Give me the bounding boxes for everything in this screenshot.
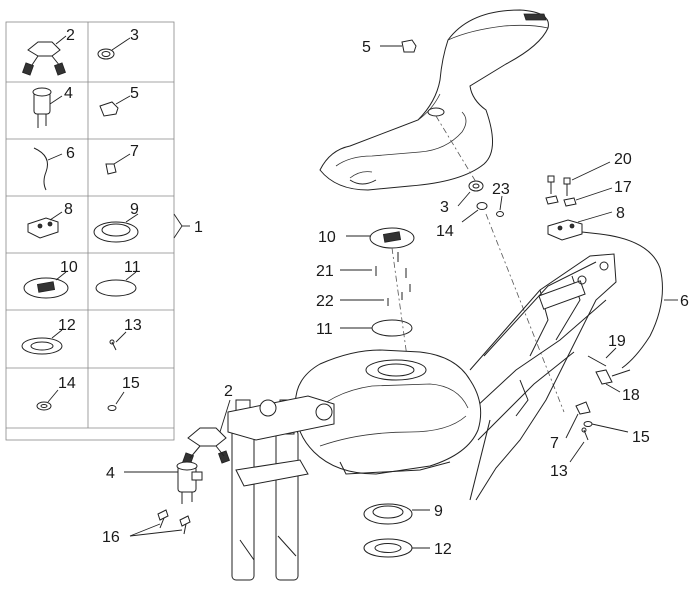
kit-cell-4-label: 4 (64, 85, 73, 102)
kit-cap-nut-icon (99, 95, 131, 117)
callout-18-label: 18 (622, 387, 640, 404)
frame-illustration (461, 253, 617, 501)
kit-fuel-cap-icon (23, 271, 69, 299)
kit-cell-5-label: 5 (130, 85, 139, 102)
callout-15-label: 15 (632, 429, 650, 446)
kit-keys-icon (22, 35, 67, 76)
kit-washer-icon (97, 37, 131, 60)
kit-cell-9-label: 9 (130, 201, 139, 218)
kit-o-ring-icon (95, 271, 137, 297)
callout-7-label: 7 (550, 435, 559, 452)
callout-14-label: 14 (436, 223, 454, 240)
callout-4-label: 4 (106, 465, 115, 482)
screw-13 (569, 427, 589, 463)
filler-ring-9 (363, 503, 430, 525)
callout-17-label: 17 (614, 179, 632, 196)
lock-bracket-8 (547, 211, 613, 241)
front-fork-illustration (227, 395, 335, 581)
o-ring-11 (340, 319, 413, 337)
callout-16-label: 16 (102, 529, 120, 546)
washer-23 (496, 195, 504, 217)
callout-8-label: 8 (616, 205, 625, 222)
kit-cell-12-label: 12 (58, 317, 76, 334)
pin-19 (587, 347, 617, 367)
ignition-lock-4 (124, 461, 203, 504)
kit-cable-icon (33, 147, 63, 191)
release-cable-6 (581, 231, 678, 369)
kit-cell-11-label: 11 (124, 259, 141, 276)
callout-2-label: 2 (224, 383, 233, 400)
kit-lock-bracket-icon (27, 211, 63, 239)
kit-screw-icon (109, 331, 127, 351)
kit-cell-13-label: 13 (124, 317, 142, 334)
washer-3 (457, 180, 484, 207)
callout-11-label: 11 (316, 321, 333, 338)
callout-22-label: 22 (316, 293, 334, 310)
kit-ignition-lock-icon (32, 87, 63, 128)
gasket-12 (363, 538, 430, 558)
ignition-keys-2 (182, 399, 231, 466)
lever-18 (595, 369, 631, 393)
shear-bolts-16 (129, 509, 191, 537)
callout-21-label: 21 (316, 263, 334, 280)
callout-12-label: 12 (434, 541, 452, 558)
callout-20-label: 20 (614, 151, 632, 168)
kit-filler-ring-icon (93, 213, 139, 243)
kit-spacer-icon (36, 389, 59, 411)
callout-19-label: 19 (608, 333, 626, 350)
kit-panel-frame (5, 21, 175, 441)
callout-9-label: 9 (434, 503, 443, 520)
kit-cable-clamp-icon (105, 153, 131, 175)
kit-cell-14-label: 14 (58, 375, 76, 392)
screws-22 (340, 284, 411, 306)
bolts-20 (547, 161, 611, 196)
kit-cell-6-label: 6 (66, 145, 75, 162)
kit-cell-7-label: 7 (130, 143, 139, 160)
callout-23-label: 23 (492, 181, 510, 198)
nuts-17 (545, 187, 613, 207)
screws-21 (340, 252, 407, 278)
kit-cell-2-label: 2 (66, 27, 75, 44)
cap-nut-5 (380, 39, 417, 53)
cable-clamp-7 (565, 401, 591, 439)
seat-illustration (319, 9, 549, 191)
callout-10-label: 10 (318, 229, 336, 246)
washer-15 (583, 421, 629, 433)
callout-5-label: 5 (362, 39, 371, 56)
callout-13-label: 13 (550, 463, 568, 480)
kit-cell-3-label: 3 (130, 27, 139, 44)
kit-cell-15-label: 15 (122, 375, 140, 392)
kit-bracket (173, 213, 183, 239)
fuel-cap-10 (346, 227, 415, 249)
kit-small-washer-icon (107, 391, 125, 411)
callout-3-label: 3 (440, 199, 449, 216)
callout-6-label: 6 (680, 293, 689, 310)
kit-panel: 1 2 3 4 5 (5, 21, 203, 441)
kit-gasket-icon (21, 329, 63, 355)
spacer-14 (461, 202, 488, 223)
kit-cell-8-label: 8 (64, 201, 73, 218)
kit-cell-10-label: 10 (60, 259, 78, 276)
kit-number-label: 1 (194, 219, 203, 236)
